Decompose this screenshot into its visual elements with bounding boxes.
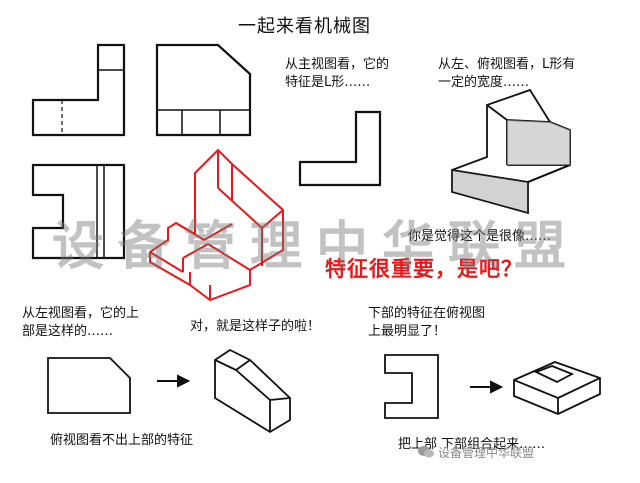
top-view-caption: 俯视图看不出上部的特征 bbox=[50, 433, 194, 448]
confirm-note: 对，就是这样子的啦！ bbox=[190, 319, 321, 334]
main-view-note: 从主视图看，它的 特征是L形…… bbox=[285, 57, 390, 90]
watermark-brand: 设备管理中华联盟 bbox=[438, 446, 535, 460]
top-view-drawing bbox=[31, 163, 126, 260]
notched-square-view bbox=[384, 354, 439, 419]
slanted-block-solid bbox=[214, 348, 291, 434]
left-view-pentagon bbox=[47, 357, 131, 414]
wechat-icon bbox=[418, 446, 434, 458]
arrow-right-2 bbox=[470, 380, 504, 394]
watermark-text: 设备管理中华联盟 bbox=[52, 216, 581, 277]
brand-badge bbox=[418, 444, 434, 463]
notched-block-solid bbox=[513, 361, 601, 415]
front-view-drawing bbox=[31, 43, 126, 137]
top-part-note: 下部的特征在俯视图 上最明显了！ bbox=[368, 306, 486, 339]
arrow-right-1 bbox=[157, 374, 191, 388]
gray-solid-faces bbox=[452, 120, 570, 213]
top-view-note: 从左、俯视图看，L形有 一定的宽度…… bbox=[438, 57, 576, 90]
l-shape-drawing bbox=[298, 110, 382, 187]
side-view-drawing bbox=[155, 43, 252, 137]
emphasis-text: 特征很重要，是吧？ bbox=[325, 257, 523, 281]
page-title: 一起来看机械图 bbox=[238, 16, 371, 37]
red-isometric-solid bbox=[149, 148, 284, 302]
final-note: 你是觉得这个是很像…… bbox=[408, 229, 552, 244]
left-view-note: 从左视图看，它的上 部是这样的…… bbox=[22, 306, 140, 339]
